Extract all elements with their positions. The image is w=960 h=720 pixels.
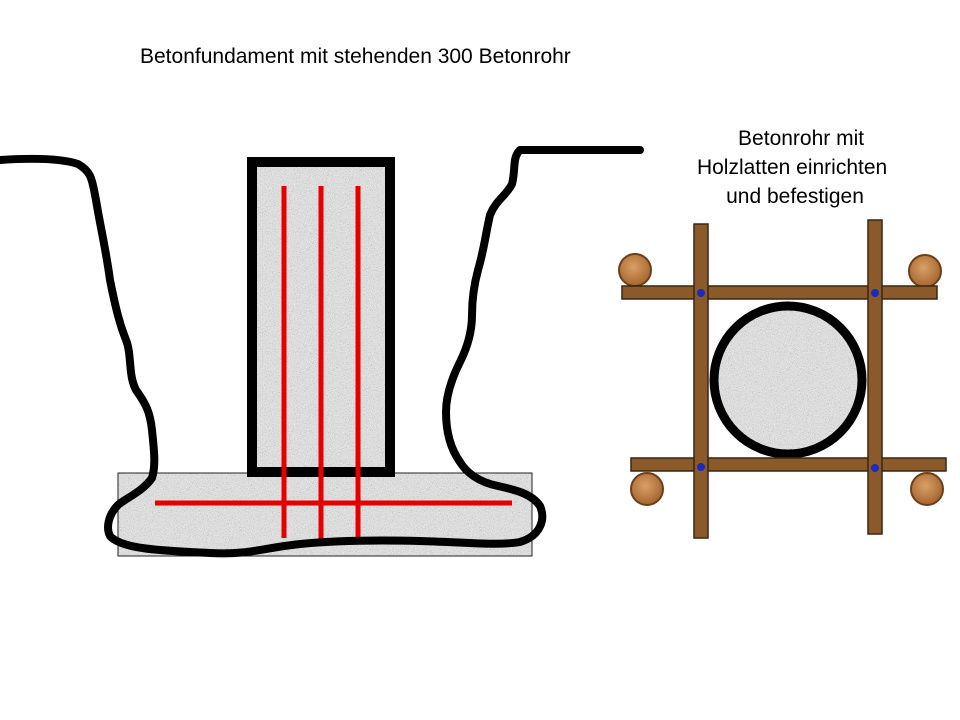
batten-horizontal-top [621,285,938,300]
log-end [618,253,652,287]
batten-vertical-right [867,219,883,535]
screw [871,289,879,297]
rebar-vertical [281,186,361,540]
screw [697,289,705,297]
excavation-outline [0,146,644,558]
caption: Betonrohr mit Holzlatten einrichten und … [697,127,893,208]
caption-line: und befestigen [726,185,864,208]
log-ends [618,253,944,506]
batten-vertical-left [693,223,709,539]
concrete-pipe-top-view [709,301,867,459]
screw [871,464,879,472]
log-end [630,472,664,506]
log-end [908,254,942,288]
screws [697,289,879,472]
caption-line: Betonrohr mit [738,127,864,150]
log-end [910,472,944,506]
caption-line: Holzlatten einrichten [697,156,887,179]
screw [697,463,705,471]
batten-horizontal-bottom [630,457,947,472]
diagram-title: Betonfundament mit stehenden 300 Betonro… [140,45,571,68]
